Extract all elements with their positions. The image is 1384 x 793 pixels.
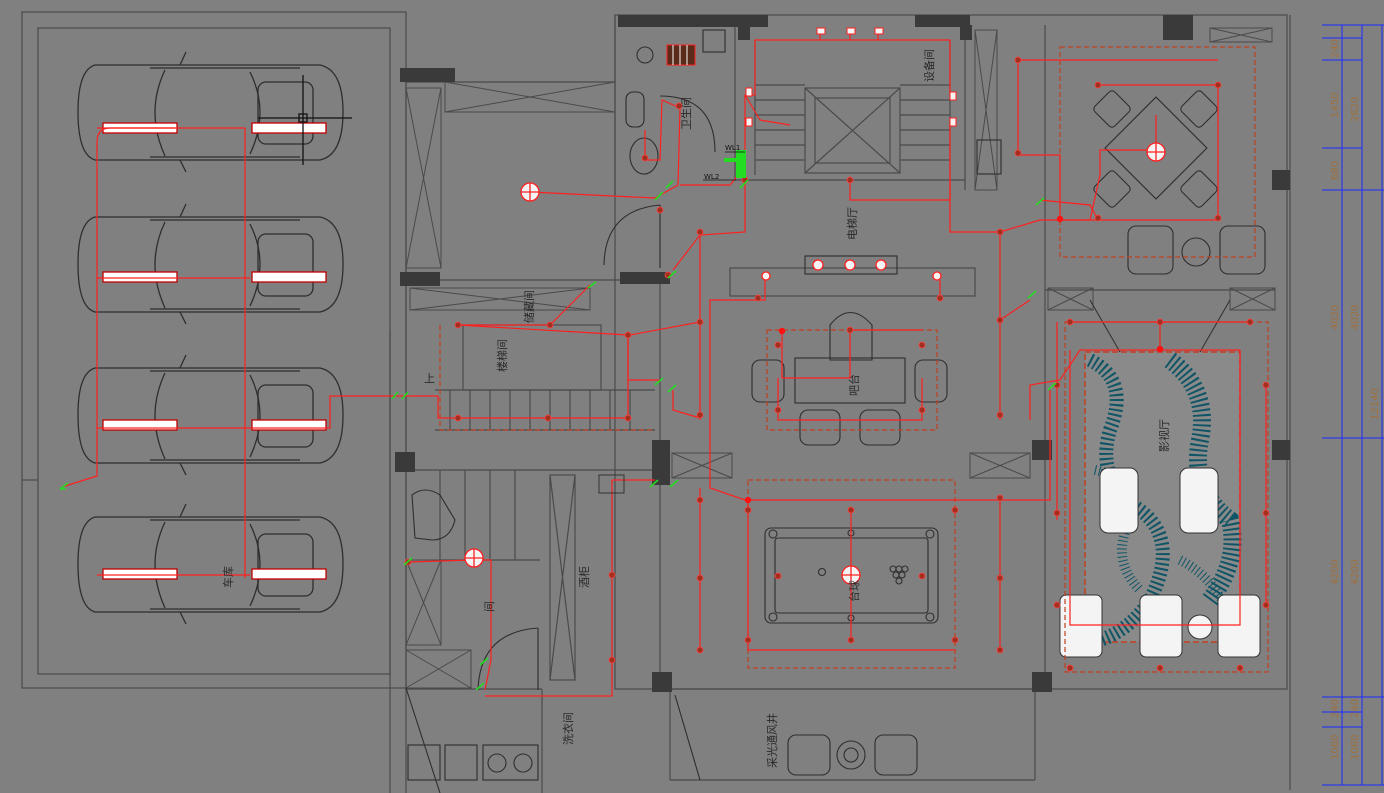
dimension-label: 4020 [1330,305,1341,330]
room-label-light-well: 采光通风井 [765,713,779,768]
dimension-label: 4200 [1350,560,1361,585]
wiring [61,32,1267,697]
dimension-labels: 240 1450 2620 680 4020 4020 12140 4200 4… [1330,39,1381,760]
dimension-label: 1450 [1330,93,1341,118]
room-label-cinema: 影视厅 [1157,419,1171,452]
room-label-stairwell: 楼梯间 [495,339,509,372]
dimension-label: 1060 [1330,735,1341,760]
wiring-nodes [744,215,1164,504]
cinema-carpet [1059,299,1261,658]
room-label-bar: 吧台 [847,374,861,396]
downlights [404,56,1270,672]
ceiling-lamps [464,142,1166,585]
distribution-panel [598,44,746,494]
dimension-label: 240 [1330,699,1341,718]
x-panels [405,27,1276,689]
room-label-equipment: 设备间 [922,49,936,82]
dimension-label: 4020 [1350,305,1361,330]
wall-blocks [395,15,1290,692]
dimension-label: 1060 [1350,735,1361,760]
room-label-bathroom: 卫生间 [679,97,693,130]
room-label-wine-cabinet: 酒柜 [578,566,591,588]
dimension-label: 240 [1330,39,1341,58]
room-label-garage: 车库 [221,566,235,588]
dimension-label: 2620 [1350,97,1361,122]
wall-lights [745,27,957,127]
cars [77,51,352,625]
switches [59,179,1057,691]
dimension-label: 240 [1350,699,1361,718]
room-label-elevator-hall: 电梯厅 [846,207,859,240]
room-label-storage: 储藏间 [522,290,536,323]
dimension-label: 12140 [1370,388,1381,420]
room-label-billiard: 台球 [847,580,861,602]
dimension-label: 680 [1330,161,1341,180]
panel-tag-wl1: WL1 [725,144,740,152]
room-label-laundry: 洗衣间 [561,712,575,745]
stair-up-label: 上 [424,372,435,385]
dimension-label: 4200 [1330,560,1341,585]
room-labels: 车库 卫生间 设备间 电梯厅 储藏间 楼梯间 吧台 酒柜 洗衣间 采光通风井 间… [221,49,1171,768]
dimension-lines [1322,24,1384,786]
room-label-closet: 间 [483,601,496,612]
panel-tag-wl2: WL2 [704,173,719,181]
